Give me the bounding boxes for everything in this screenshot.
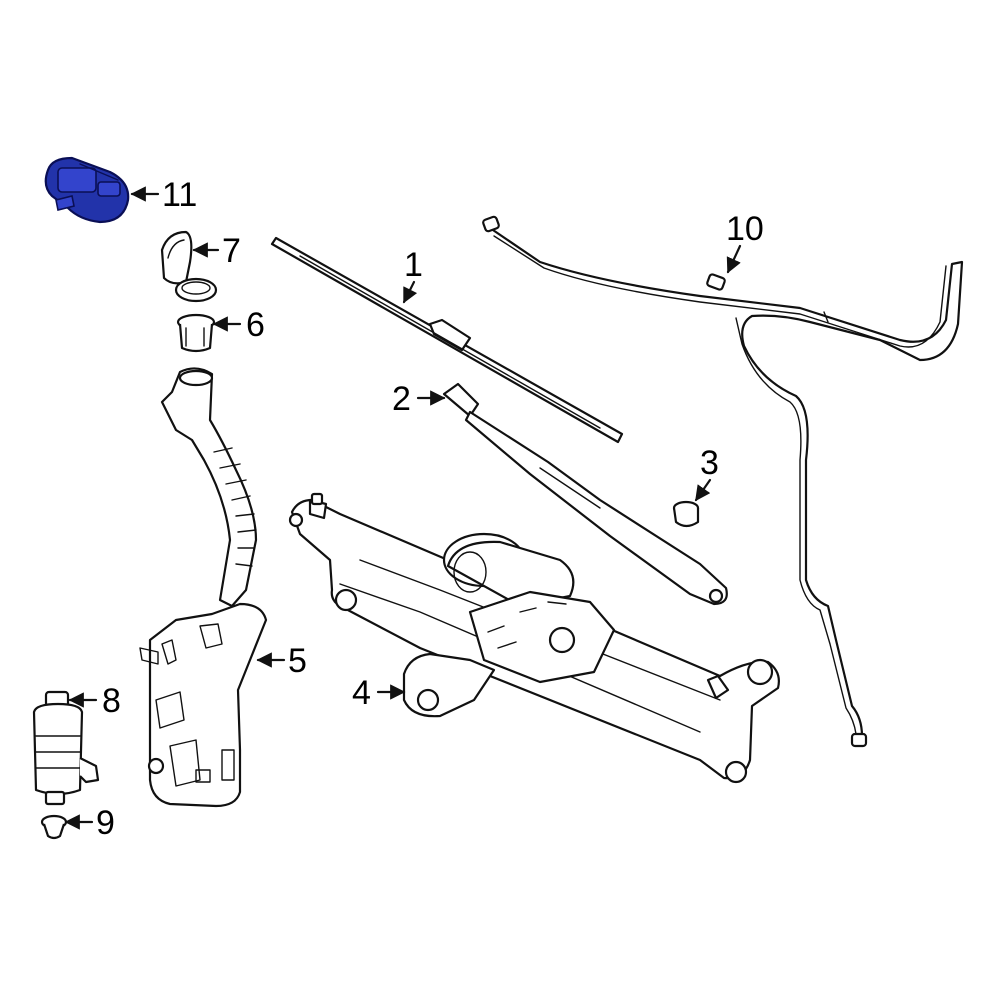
callout-1[interactable]: 1	[404, 246, 423, 284]
callout-2[interactable]: 2	[392, 380, 411, 418]
callout-8[interactable]: 8	[102, 682, 121, 720]
callout-arrow-3	[694, 478, 712, 502]
part-7-filler-cap[interactable]	[160, 230, 218, 303]
callout-arrow-1	[402, 280, 418, 304]
callout-arrow-10	[726, 244, 742, 274]
part-8-washer-pump[interactable]	[32, 690, 100, 806]
part-5-washer-reservoir[interactable]	[139, 367, 268, 808]
callout-5[interactable]: 5	[288, 642, 307, 680]
callout-labels: 11 7 6 1 2 3 10 5 4 8 9	[96, 176, 764, 842]
part-9-grommet[interactable]	[40, 814, 68, 840]
callout-11[interactable]: 11	[162, 176, 197, 214]
part-6-adapter[interactable]	[176, 313, 216, 353]
part-2-wiper-arm[interactable]	[442, 382, 728, 606]
part-3-nut-cap[interactable]	[672, 500, 700, 528]
callout-4[interactable]: 4	[352, 674, 371, 712]
callout-3[interactable]: 3	[700, 444, 719, 482]
part-11-washer-nozzle[interactable]	[44, 156, 130, 224]
part-1-wiper-blade[interactable]	[270, 236, 624, 444]
callout-7[interactable]: 7	[222, 232, 241, 270]
callout-arrows	[64, 186, 742, 830]
callout-9[interactable]: 9	[96, 804, 115, 842]
callout-10[interactable]: 10	[726, 210, 764, 248]
part-4-wiper-linkage-motor[interactable]	[288, 492, 780, 784]
callout-6[interactable]: 6	[246, 306, 265, 344]
part-10-washer-hose[interactable]	[482, 215, 964, 748]
